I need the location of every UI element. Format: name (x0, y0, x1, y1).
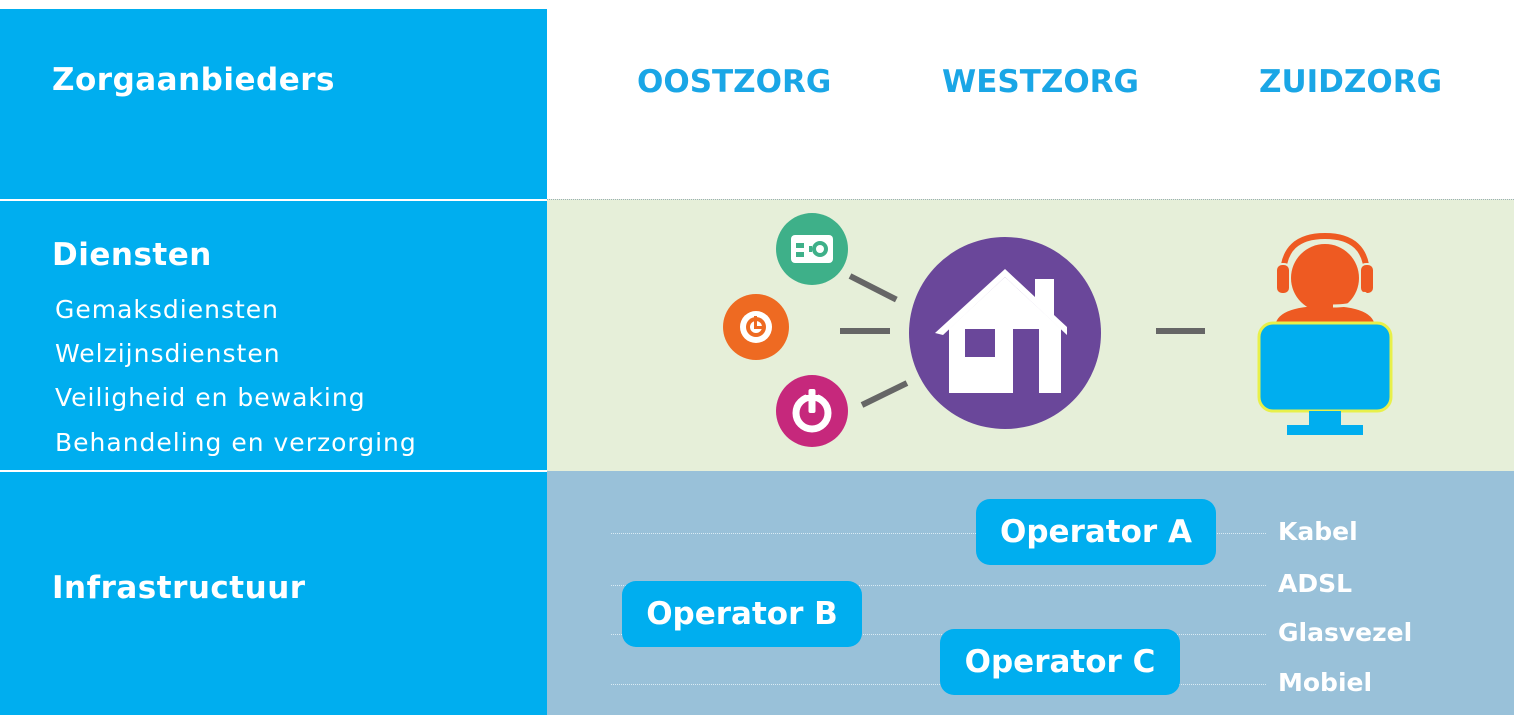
provider-oostzorg: OOSTZORG (637, 64, 832, 100)
tech-mobiel: Mobiel (1278, 668, 1373, 697)
power-icon (776, 375, 848, 447)
operator-c: Operator C (940, 629, 1180, 695)
service-item: Behandeling en verzorging (55, 428, 417, 457)
service-item: Veiligheid en bewaking (55, 383, 366, 412)
services-label: Diensten (52, 237, 212, 273)
home-icon (909, 237, 1101, 429)
headset-operator-icon (1253, 228, 1397, 443)
connector-clock-home (840, 328, 890, 334)
provider-westzorg: WESTZORG (942, 64, 1139, 100)
network-line-glasvezel (611, 634, 1266, 635)
radio-icon (776, 213, 848, 285)
network-line-mobiel (611, 684, 1266, 685)
infrastructure-band (0, 472, 547, 715)
tech-glasvezel: Glasvezel (1278, 618, 1413, 647)
network-line-adsl (611, 585, 1266, 586)
providers-band (0, 9, 547, 199)
providers-label: Zorgaanbieders (52, 62, 335, 98)
tech-adsl: ADSL (1278, 569, 1353, 598)
provider-zuidzorg: ZUIDZORG (1259, 64, 1443, 100)
services-band (0, 201, 547, 470)
operator-b: Operator B (622, 581, 862, 647)
service-item: Welzijnsdiensten (55, 339, 281, 368)
infrastructure-label: Infrastructuur (52, 570, 306, 606)
connector-home-operator (1156, 328, 1205, 334)
network-line-kabel (611, 533, 1266, 534)
service-item: Gemaksdiensten (55, 295, 280, 324)
tech-kabel: Kabel (1278, 517, 1358, 546)
clock-icon (723, 294, 789, 360)
operator-a: Operator A (976, 499, 1216, 565)
